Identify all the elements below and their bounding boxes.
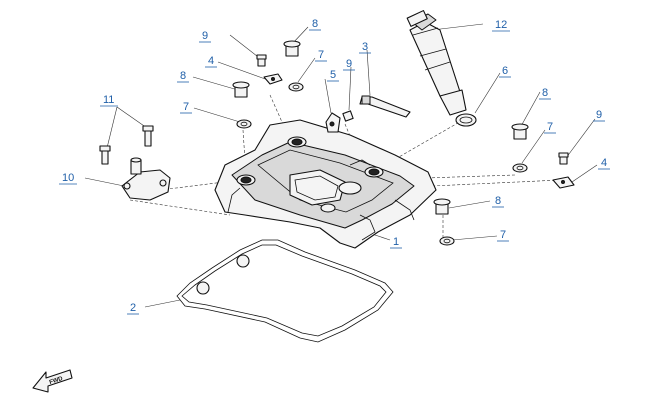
ignition-coil bbox=[406, 10, 467, 116]
callout-8-c[interactable]: 8 bbox=[542, 87, 548, 99]
callout-12[interactable]: 12 bbox=[495, 19, 507, 31]
callout-8-d[interactable]: 8 bbox=[495, 195, 501, 207]
callout-2[interactable]: 2 bbox=[130, 302, 136, 314]
gasket bbox=[176, 239, 394, 343]
sensor-strip bbox=[359, 95, 411, 118]
callout-4-left[interactable]: 4 bbox=[208, 55, 214, 67]
callout-4-right[interactable]: 4 bbox=[601, 157, 607, 169]
bracket-5 bbox=[325, 112, 341, 133]
callout-9-a[interactable]: 9 bbox=[202, 30, 208, 42]
callout-7-d[interactable]: 7 bbox=[500, 229, 506, 241]
bolts-9 bbox=[256, 54, 569, 165]
callout-11[interactable]: 11 bbox=[103, 94, 114, 106]
breather-cover bbox=[121, 157, 171, 201]
fwd-arrow-icon: FWD bbox=[32, 369, 73, 393]
seal-ring bbox=[455, 113, 477, 127]
callout-3[interactable]: 3 bbox=[362, 41, 368, 53]
callout-10[interactable]: 10 bbox=[62, 172, 74, 184]
callout-8-a[interactable]: 8 bbox=[312, 18, 318, 30]
bolts-11 bbox=[99, 125, 154, 165]
callout-7-a[interactable]: 7 bbox=[318, 49, 324, 61]
clips-4 bbox=[263, 73, 575, 189]
callouts: 1 2 3 4 4 5 6 7 7 7 7 8 8 8 8 9 9 bbox=[59, 18, 610, 315]
callout-1[interactable]: 1 bbox=[393, 236, 399, 248]
valve-cover bbox=[214, 119, 437, 249]
callout-7-c[interactable]: 7 bbox=[547, 121, 553, 133]
callout-7-b[interactable]: 7 bbox=[183, 101, 189, 113]
callout-9-c[interactable]: 9 bbox=[596, 109, 602, 121]
callout-6[interactable]: 6 bbox=[502, 65, 508, 77]
callout-9-b[interactable]: 9 bbox=[346, 58, 352, 70]
bolts-8 bbox=[232, 40, 529, 215]
fwd-label: FWD bbox=[49, 376, 64, 386]
washers-7 bbox=[236, 82, 528, 246]
callout-8-b[interactable]: 8 bbox=[180, 70, 186, 82]
callout-5[interactable]: 5 bbox=[330, 69, 336, 81]
